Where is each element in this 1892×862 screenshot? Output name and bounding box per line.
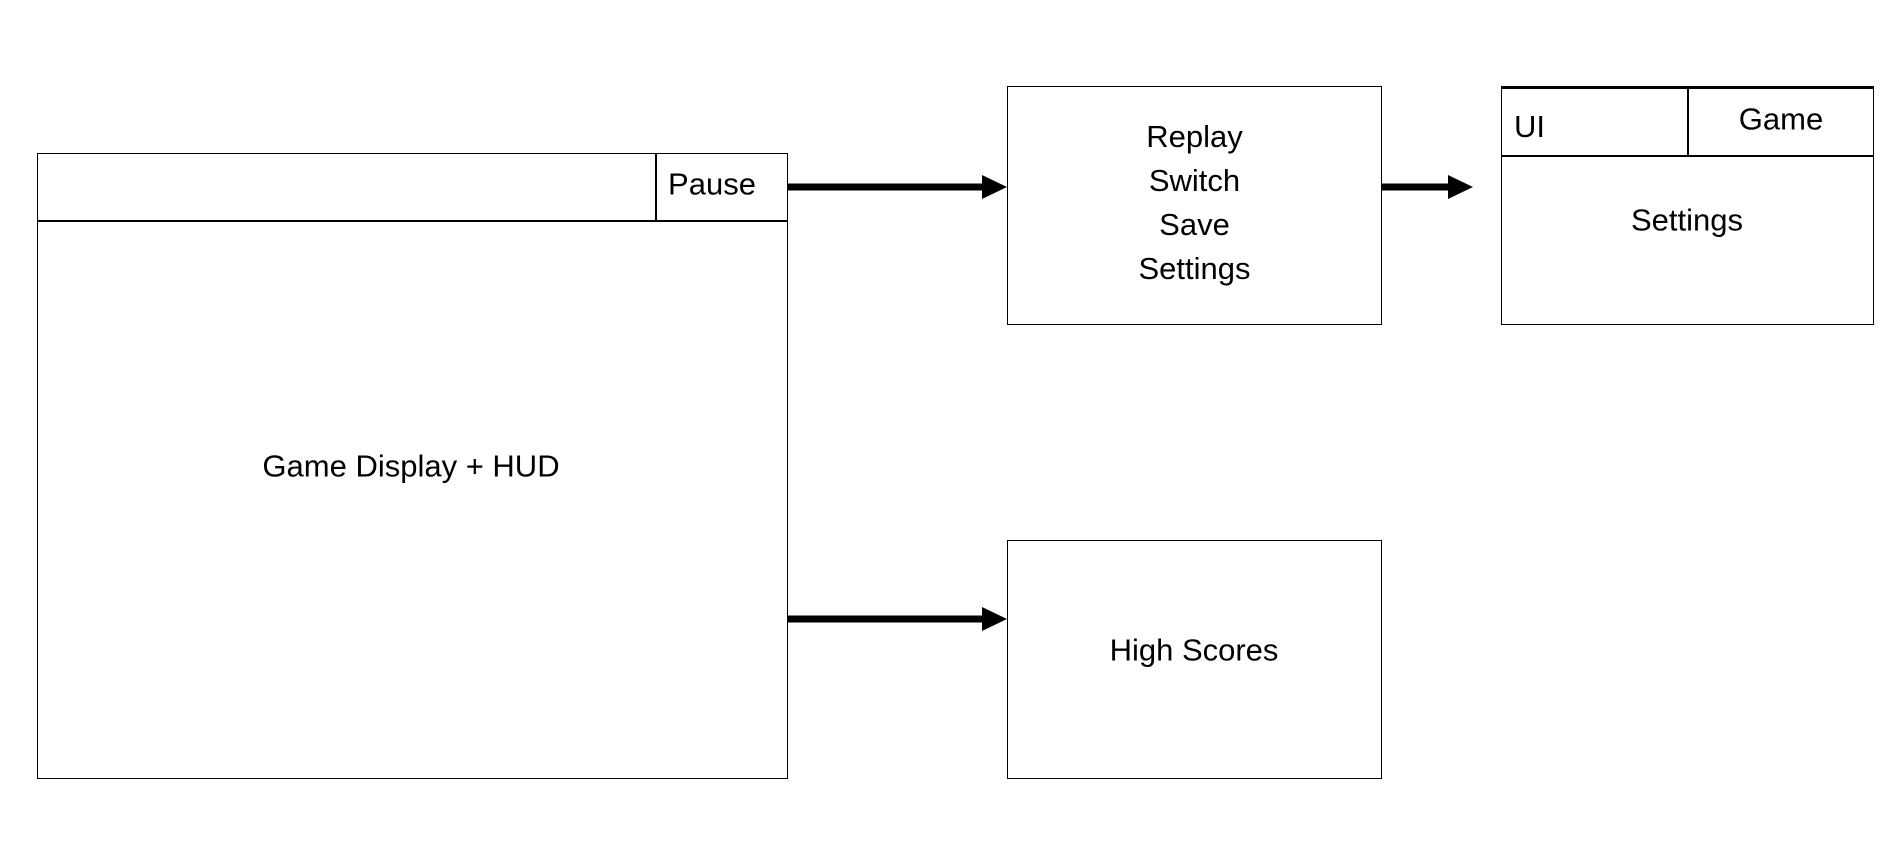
arrow-menu-to-settings <box>1382 175 1473 199</box>
pause-label: Pause <box>668 166 756 202</box>
settings-body-label: Settings <box>1630 202 1744 238</box>
settings-tab-separator <box>1687 89 1689 156</box>
game-screen: Pause Game Display + HUD <box>37 153 788 779</box>
settings-screen: UI Game Settings <box>1501 86 1874 325</box>
high-scores-label: High Scores <box>1109 632 1279 668</box>
tab-ui-label: UI <box>1514 109 1545 144</box>
tab-game[interactable]: Game <box>1689 89 1873 155</box>
game-top-bar-divider <box>38 220 787 222</box>
pause-menu: Replay Switch Save Settings <box>1007 86 1382 325</box>
menu-item-switch[interactable]: Switch <box>1148 163 1241 198</box>
tab-game-label: Game <box>1738 101 1824 137</box>
arrow-pause-to-menu <box>788 175 1007 199</box>
menu-item-replay[interactable]: Replay <box>1146 119 1243 154</box>
tab-ui[interactable]: UI <box>1502 89 1687 155</box>
menu-item-settings[interactable]: Settings <box>1138 251 1251 286</box>
arrow-game-to-high-scores <box>788 607 1007 631</box>
high-scores-screen: High Scores <box>1007 540 1382 779</box>
pause-button[interactable]: Pause <box>656 154 787 220</box>
pause-cell-divider <box>655 154 657 221</box>
pause-menu-list: Replay Switch Save Settings <box>1008 115 1381 291</box>
menu-item-save[interactable]: Save <box>1159 207 1230 242</box>
game-display-label: Game Display + HUD <box>262 448 560 484</box>
